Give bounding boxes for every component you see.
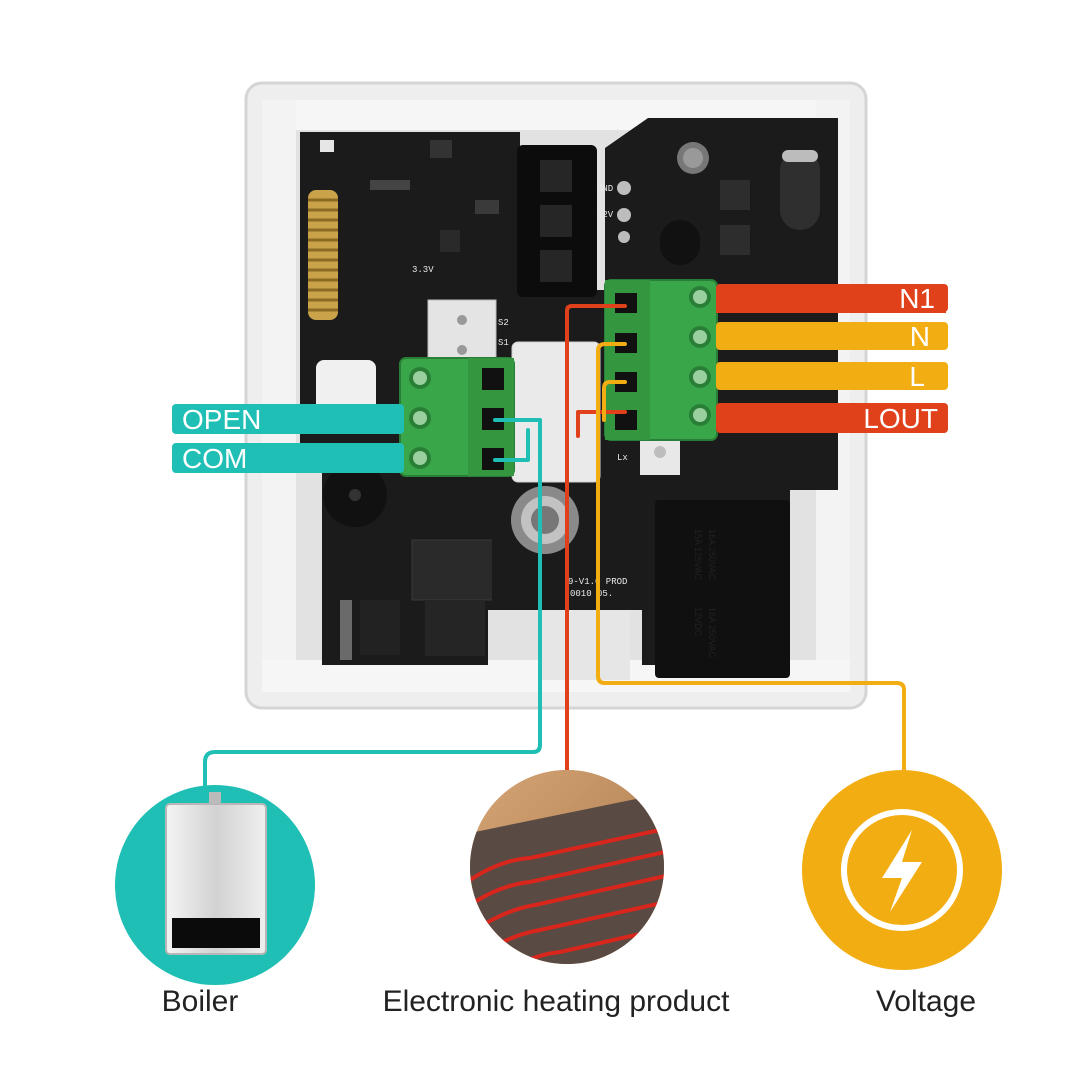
relay: AFE BPD-SS-112DM 16A 250VAC 15A 125VAC 1… (617, 430, 790, 678)
pcb-12v-marking: 12V (597, 210, 614, 220)
pcb-3v3-marking: 3.3V (412, 265, 434, 275)
wire-amber-l (602, 380, 627, 422)
label-band-lout (716, 403, 948, 433)
floor-heating-icon (470, 770, 664, 964)
foam-block (517, 145, 597, 297)
relay-model: BPD-SS-112DM (724, 529, 744, 653)
wire-teal-com (493, 428, 530, 462)
relay-coil: 12VDC (693, 607, 703, 637)
relay-spec-b: 15A 125VAC (693, 529, 703, 580)
wires (203, 304, 906, 792)
label-com: COM (182, 443, 247, 474)
pcb-lx-marking: Lx (617, 453, 628, 463)
pcb-s1-marking: S1 (498, 338, 509, 348)
left-wire-labels: OPEN COM (172, 404, 404, 474)
metal-plate: S1 S2 (427, 299, 509, 363)
left-terminal-block (399, 357, 515, 477)
caption-heating: Electronic heating product (382, 985, 730, 1018)
right-terminal-block (604, 279, 718, 441)
wire-amber-n (596, 342, 906, 772)
wire-teal-open (203, 418, 542, 792)
pcb-gnd-marking: GND (597, 184, 613, 194)
boiler-icon (115, 785, 315, 985)
caption-voltage: Voltage (875, 985, 977, 1018)
label-band-n1 (716, 284, 948, 312)
label-l: L (909, 361, 925, 392)
label-band-com (172, 443, 404, 473)
relay-spec-a: 16A 250VAC (707, 529, 717, 580)
lightning-bolt-icon (802, 770, 1002, 970)
label-n1: N1 (899, 283, 935, 314)
label-band-l (716, 362, 948, 390)
pcb-batch-marking: 0010 05. (570, 589, 613, 599)
label-open: OPEN (182, 404, 261, 435)
caption-boiler: Boiler (161, 985, 239, 1018)
label-band-n (716, 322, 948, 350)
label-band-open (172, 404, 404, 434)
label-n: N (910, 321, 930, 352)
wire-red-n1 (565, 304, 627, 772)
pcb-s2-marking: S2 (498, 318, 509, 328)
label-lout: LOUT (863, 403, 938, 434)
relay-spec-c: 16A 250VAC (707, 607, 717, 658)
relay-brand: AFE (747, 529, 767, 565)
right-wire-labels: N1 N L LOUT (716, 283, 948, 434)
antenna-spring (308, 190, 338, 320)
wire-red-lout (576, 410, 627, 438)
